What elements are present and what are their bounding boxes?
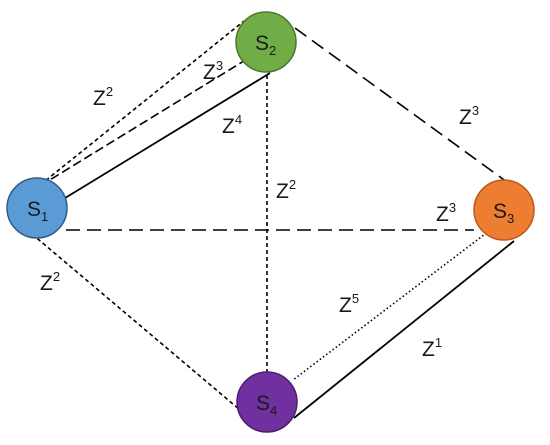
node-s3-label: S3 [493,200,514,226]
node-s4-circle [236,371,298,433]
edge-s1-s4 [31,233,241,411]
edge-label-s2-s3: Z3 [459,103,479,129]
node-s2: S2 [235,11,297,73]
edge-label-s3-s4-solid: Z1 [422,335,442,361]
edge-s2-s3 [294,27,508,183]
edge-label-s2-s4: Z2 [276,177,296,203]
edges [23,20,515,419]
node-s1: S1 [6,177,68,239]
edge-s1-s2-middle [39,55,253,187]
node-s2-label: S2 [255,32,276,58]
edge-label-s1-s2-inner: Z4 [222,112,242,138]
node-s1-label: S1 [27,198,48,224]
edge-s3-s4-dotted [292,227,494,381]
edge-label-s1-s3: Z3 [436,200,456,226]
node-s1-circle [6,177,68,239]
edge-label-s3-s4-dotted: Z5 [339,291,359,317]
edge-s1-s2-outer [23,20,245,199]
node-s4-label: S4 [256,392,277,418]
edge-s3-s4-solid [293,240,515,419]
edge-label-s1-s2-middle: Z3 [203,58,223,84]
edge-s1-s2-inner [51,72,271,207]
node-s3-circle [473,179,535,241]
node-s3: S3 [473,179,535,241]
edge-label-s1-s4: Z2 [40,269,60,295]
node-s2-circle [235,11,297,73]
edge-label-s1-s2-outer: Z2 [93,84,113,110]
node-s4: S4 [236,371,298,433]
nodes: S1 S2 S3 S4 [6,11,535,433]
edge-labels: Z2 Z3 Z4 Z3 Z2 Z3 Z2 Z5 Z1 [40,58,479,361]
